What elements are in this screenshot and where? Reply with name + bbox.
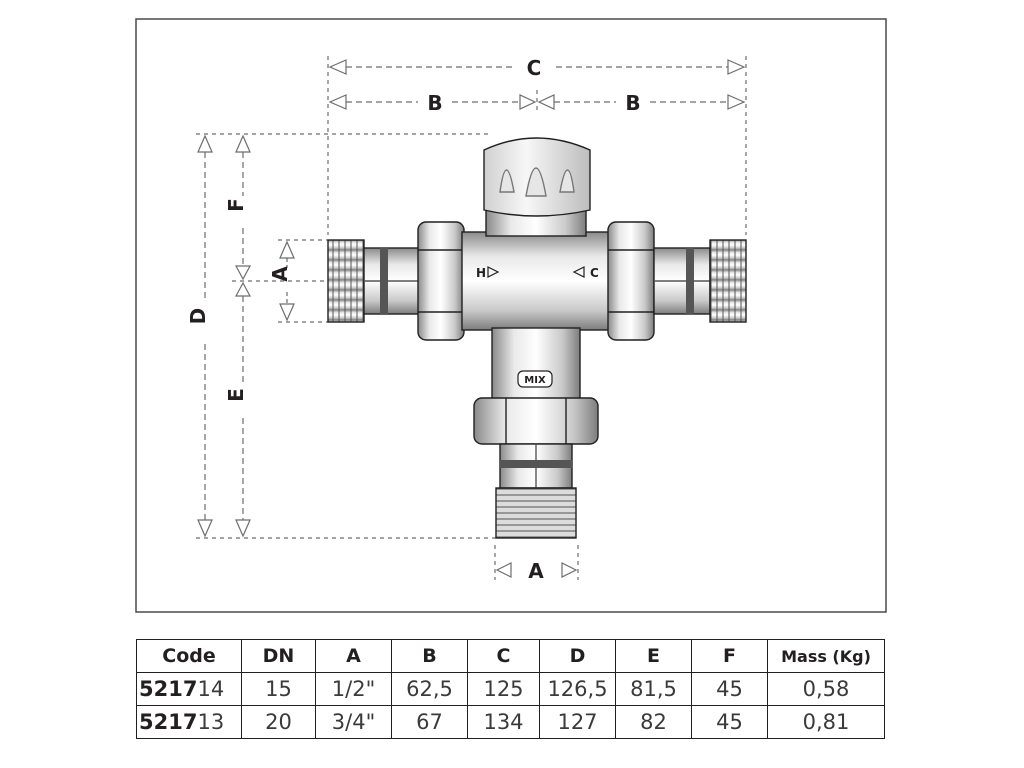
dimension-lines [196, 56, 747, 580]
cell-f: 45 [691, 705, 768, 739]
cell-dn: 20 [241, 705, 316, 739]
bottom-thread [495, 487, 577, 539]
header-d: D [539, 639, 616, 673]
right-thread [709, 239, 747, 323]
header-mass: Mass (Kg) [767, 639, 885, 673]
cell-code: 521713 [136, 705, 242, 739]
code-suffix: 13 [197, 710, 225, 734]
table-header-row: Code DN A B C D E F Mass (Kg) [136, 639, 885, 673]
dim-label-f: F [224, 198, 248, 212]
dim-label-c: C [527, 56, 542, 80]
header-f: F [691, 639, 768, 673]
dim-label-a-outlet: A [528, 559, 544, 583]
dim-label-a-inlet: A [268, 266, 292, 282]
bottom-union-nut [473, 397, 599, 445]
cell-d: 126,5 [539, 672, 616, 706]
right-union-nut [607, 221, 655, 341]
mixed-outlet-stem [491, 327, 581, 401]
cell-d: 127 [539, 705, 616, 739]
dimension-arrows [197, 59, 746, 578]
left-union-nut [417, 221, 465, 341]
header-c: C [467, 639, 540, 673]
cell-e: 82 [615, 705, 692, 739]
dim-label-b-right: B [625, 91, 640, 115]
header-code: Code [136, 639, 242, 673]
hot-arrow-icon [487, 266, 500, 278]
cell-a: 1/2" [315, 672, 392, 706]
header-a: A [315, 639, 392, 673]
cell-c: 125 [467, 672, 540, 706]
specification-table: Code DN A B C D E F Mass (Kg) 521714 15 … [136, 639, 885, 739]
cell-mass: 0,81 [767, 705, 885, 739]
code-main: 5217 [139, 677, 198, 701]
code-main: 5217 [139, 710, 198, 734]
mix-mark: MIX [524, 375, 546, 386]
cell-f: 45 [691, 672, 768, 706]
cell-dn: 15 [241, 672, 316, 706]
header-b: B [391, 639, 468, 673]
cold-arrow-icon [572, 266, 585, 278]
cell-c: 134 [467, 705, 540, 739]
dim-label-d: D [186, 308, 210, 325]
hot-mark: H [476, 266, 486, 280]
table-row: 521714 15 1/2" 62,5 125 126,5 81,5 45 0,… [136, 672, 885, 706]
valve-illustration [327, 137, 747, 539]
cell-b: 67 [391, 705, 468, 739]
cell-e: 81,5 [615, 672, 692, 706]
dim-label-e: E [224, 388, 248, 402]
cell-a: 3/4" [315, 705, 392, 739]
code-suffix: 14 [197, 677, 225, 701]
dim-label-b-left: B [427, 91, 442, 115]
table-row: 521713 20 3/4" 67 134 127 82 45 0,81 [136, 705, 885, 739]
header-e: E [615, 639, 692, 673]
cell-code: 521714 [136, 672, 242, 706]
cell-b: 62,5 [391, 672, 468, 706]
valve-markings: H C MIX [476, 266, 599, 388]
cell-mass: 0,58 [767, 672, 885, 706]
valve-dimension-drawing: C B B D F E A A [135, 18, 887, 613]
central-body [461, 231, 613, 331]
cold-mark: C [590, 266, 599, 280]
left-thread [327, 239, 365, 323]
mix-badge [517, 370, 553, 388]
header-dn: DN [241, 639, 316, 673]
